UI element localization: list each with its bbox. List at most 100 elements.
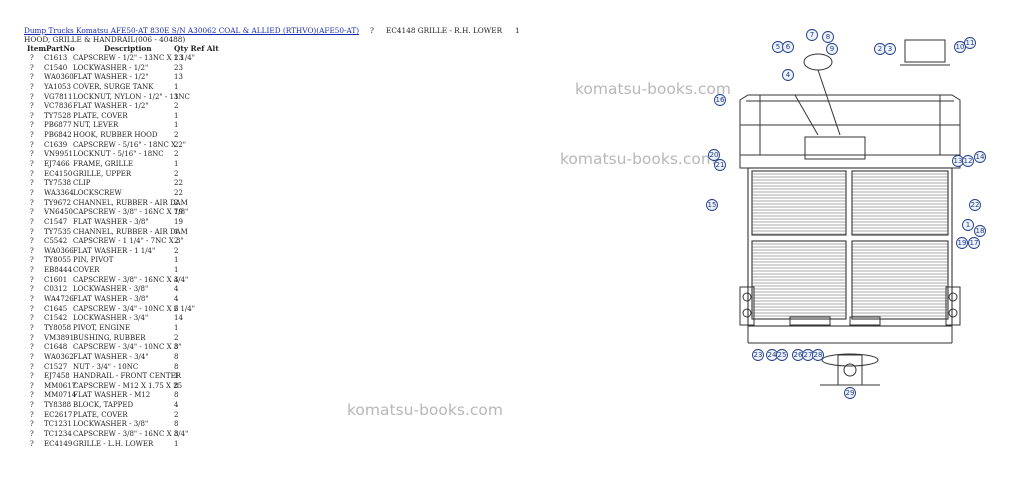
callout-label: 7 (810, 31, 814, 39)
callout-circle (714, 94, 726, 106)
callout-circle (812, 349, 824, 361)
cell-item: ? (30, 102, 34, 111)
callout-bubble: 9 (826, 43, 838, 55)
callout-label: 27 (804, 351, 813, 359)
cell-part: C1547 (44, 217, 68, 226)
callout-bubble: 15 (706, 199, 718, 211)
lower-air-dam (747, 316, 953, 344)
cell-desc: LOCKWASHER - 3/4" (73, 314, 149, 323)
cell-part: TC1231 (44, 420, 72, 429)
cell-qty: 22 (174, 188, 183, 197)
cell-qty: 2 (174, 198, 179, 207)
cell-item: ? (30, 92, 34, 101)
cell-desc: PIN, PIVOT (73, 256, 114, 265)
cell-item: ? (30, 275, 34, 284)
callout-label: 2 (878, 45, 882, 53)
callout-label: 10 (956, 43, 965, 51)
cell-desc: FRAME, GRILLE (73, 160, 133, 169)
cell-desc: CAPSCREW - 3/8" - 16NC X 3/4" (73, 429, 189, 438)
callout-label: 28 (814, 351, 823, 359)
callout-label: 3 (888, 45, 892, 53)
cell-qty: 19 (174, 208, 183, 217)
callout-label: 13 (954, 157, 963, 165)
cell-part: C0312 (44, 285, 68, 294)
callout-bubble: 12 (962, 155, 974, 167)
cell-qty: 1 (174, 111, 179, 120)
cell-part: TY7535 (44, 227, 72, 236)
cell-item: ? (30, 246, 34, 255)
cell-part: C5542 (44, 237, 68, 246)
cell-qty: 1 (174, 256, 179, 265)
cell-desc: CAPSCREW - 1/2" - 13NC X 1 1/4" (73, 54, 195, 62)
callout-bubble: 2 (874, 43, 886, 55)
cell-part: WA3364 (44, 188, 74, 197)
cell-qty: 2 (174, 150, 179, 159)
callout-label: 12 (964, 157, 973, 165)
col-header-item: Item (27, 44, 47, 53)
handrail-frame (739, 94, 961, 155)
cell-desc: FLAT WASHER - 1 1/4" (73, 246, 156, 255)
cell-item: ? (30, 54, 34, 62)
breadcrumb-link[interactable]: Dump Trucks Komatsu AFE50-AT 830E S/N A3… (24, 26, 360, 35)
callout-bubble: 29 (844, 387, 856, 399)
cell-item: ? (30, 111, 34, 120)
cell-qty: 8 (174, 362, 179, 371)
selected-part-qty: 1 (515, 26, 520, 35)
cell-part: YA1053 (44, 82, 71, 91)
watermark: komatsu-books.com (575, 80, 731, 98)
callout-bubble: 20 (708, 149, 720, 161)
cell-item: ? (30, 150, 34, 159)
cell-desc: NUT - 3/4" - 10NC (73, 362, 139, 371)
callout-bubble: 4 (782, 69, 794, 81)
callout-label: 14 (976, 153, 985, 161)
callout-bubble: 23 (752, 349, 764, 361)
callout-bubble: 3 (884, 43, 896, 55)
cell-part: VG7811 (44, 92, 73, 101)
cell-item: ? (30, 266, 34, 275)
callout-label: 23 (754, 351, 763, 359)
callout-label: 4 (786, 71, 791, 79)
cell-desc: FLAT WASHER - 3/8" (73, 217, 149, 226)
